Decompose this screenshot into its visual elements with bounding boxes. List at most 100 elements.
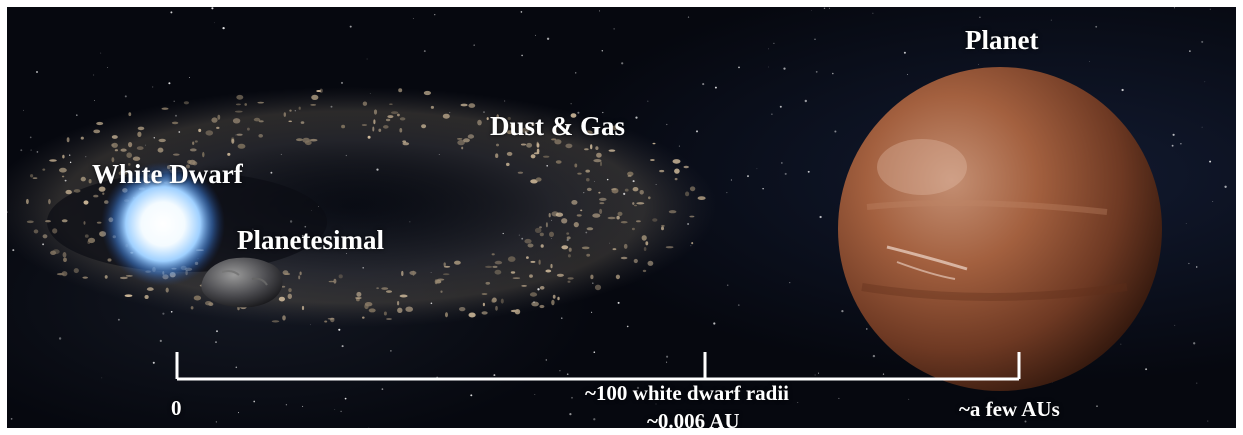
star (559, 370, 561, 372)
debris-particle (137, 131, 142, 137)
debris-particle (689, 215, 695, 218)
debris-particle (111, 135, 118, 139)
debris-particle (647, 260, 654, 266)
debris-particle (494, 269, 502, 275)
star (289, 220, 293, 223)
debris-particle (631, 227, 635, 231)
debris-particle (283, 112, 286, 117)
debris-particle (495, 153, 499, 158)
debris-particle (543, 155, 550, 158)
debris-particle (244, 103, 247, 106)
debris-particle (32, 177, 38, 180)
debris-particle (595, 146, 599, 151)
debris-particle (634, 204, 637, 207)
debris-particle (146, 287, 154, 291)
star (502, 232, 504, 235)
star (601, 50, 604, 52)
star (814, 374, 816, 376)
star (36, 151, 39, 153)
star (823, 7, 826, 10)
star (349, 25, 352, 28)
star (834, 130, 837, 133)
debris-particle (539, 304, 545, 309)
debris-particle (120, 276, 128, 280)
debris-particle (355, 297, 362, 299)
debris-particle (289, 109, 292, 112)
debris-particle (517, 171, 524, 174)
debris-particle (632, 202, 635, 205)
debris-particle (593, 159, 602, 163)
star (807, 170, 810, 173)
debris-particle (567, 280, 571, 283)
debris-particle (283, 273, 291, 275)
debris-particle (128, 163, 131, 166)
star (368, 427, 370, 428)
star (1195, 266, 1198, 268)
debris-particle (367, 135, 371, 139)
debris-particle (376, 287, 379, 290)
star (819, 215, 822, 219)
debris-particle (463, 138, 470, 143)
debris-particle (566, 232, 570, 235)
debris-particle (49, 159, 57, 162)
debris-particle (205, 130, 214, 136)
star (1050, 19, 1052, 21)
star (483, 111, 485, 113)
debris-particle (530, 260, 536, 263)
star (655, 403, 657, 405)
debris-particle (52, 228, 58, 234)
debris-particle (93, 194, 99, 198)
debris-particle (198, 128, 202, 133)
star (1193, 342, 1196, 345)
debris-particle (652, 218, 658, 222)
star (518, 234, 520, 236)
debris-particle (633, 258, 638, 264)
star (521, 54, 523, 57)
debris-particle (697, 196, 706, 201)
scale-label-middle-line2: ~0.006 AU (647, 409, 740, 428)
debris-particle (581, 246, 590, 250)
star (362, 267, 364, 269)
star (561, 317, 563, 319)
debris-particle (481, 293, 488, 295)
star (173, 100, 175, 103)
star (1189, 50, 1191, 52)
star (779, 105, 782, 108)
star (69, 154, 71, 156)
debris-particle (689, 186, 696, 192)
star (376, 168, 379, 171)
debris-particle (356, 291, 362, 297)
star (302, 405, 304, 407)
debris-particle (341, 124, 346, 129)
star (145, 144, 146, 146)
debris-particle (527, 243, 534, 248)
debris-particle (373, 119, 376, 125)
star (412, 18, 414, 19)
debris-particle (491, 298, 496, 303)
star (341, 345, 344, 348)
star (591, 311, 593, 313)
debris-particle (555, 212, 564, 217)
debris-particle (596, 152, 602, 158)
star (1172, 133, 1175, 136)
debris-particle (586, 187, 592, 192)
star (390, 350, 392, 352)
debris-particle (590, 274, 594, 280)
star (124, 95, 127, 98)
debris-particle (567, 254, 571, 258)
debris-particle (672, 159, 681, 164)
debris-particle (430, 105, 434, 109)
star (170, 11, 173, 14)
debris-particle (361, 124, 367, 126)
debris-particle (445, 312, 448, 318)
debris-particle (362, 316, 365, 319)
debris-particle (620, 221, 628, 224)
star (493, 374, 496, 377)
debris-particle (247, 127, 250, 131)
debris-particle (387, 115, 394, 119)
star (609, 242, 611, 244)
star (768, 66, 769, 68)
star (687, 16, 690, 18)
star (215, 421, 218, 423)
star (1185, 223, 1187, 224)
